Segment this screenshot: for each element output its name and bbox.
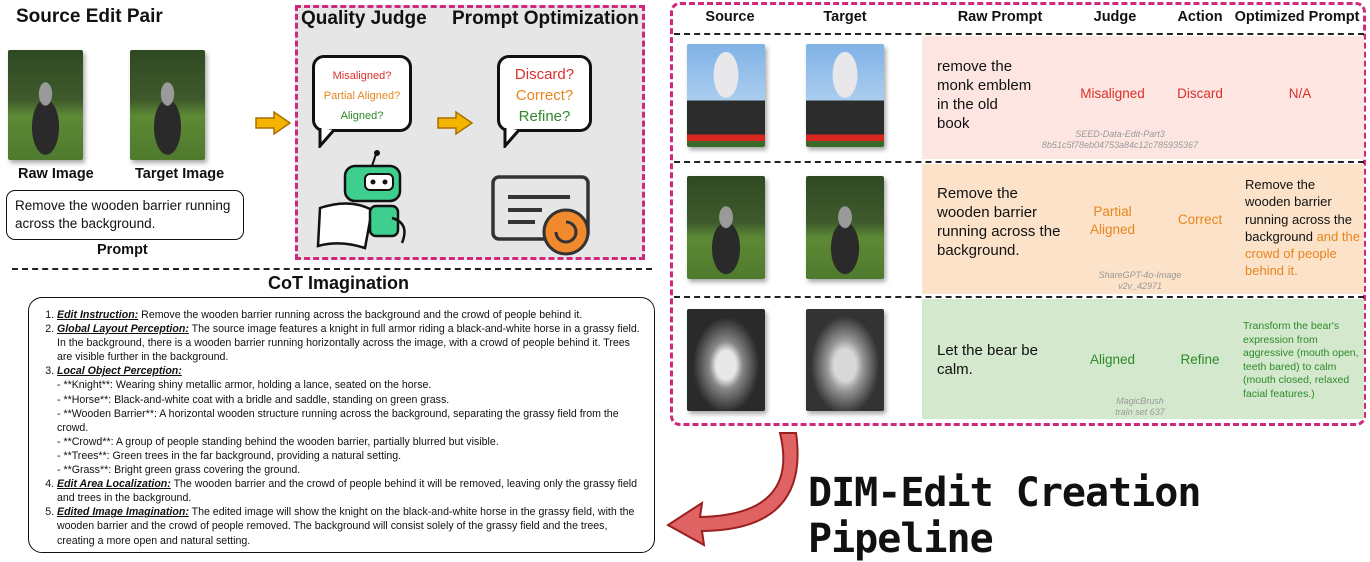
source-dataset: MagicBrush [1116,396,1164,406]
row-3-judge: Aligned [1089,352,1136,367]
cot-item: Local Object Perception: - **Knight**: W… [57,364,648,477]
certificate-icon [491,175,590,256]
raw-image-label: Raw Image [18,166,94,182]
row-2-raw-prompt: Remove the wooden barrier running across… [937,185,1061,259]
arrow-right-icon [437,110,474,136]
row-3-optimized: Transform the bear's expression from agg… [1243,320,1359,400]
cot-item-text: The wooden barrier and the crowd of peop… [57,478,638,505]
arrow-right-icon [255,110,292,136]
cot-sub-item: - **Grass**: Bright green grass covering… [57,464,301,477]
cot-item-text: Remove the wooden barrier running across… [138,309,583,321]
raw-image [8,50,83,160]
bubble-tail-icon [318,128,336,148]
judge-bubble: Misaligned? Partial Aligned? Aligned? [312,55,412,132]
cot-item-text: The source image features a knight in fu… [57,323,640,364]
target-image [130,50,205,160]
examples-panel [670,2,1366,426]
prompt-label: Prompt [97,242,148,258]
target-image-label: Target Image [135,166,225,182]
action-bubble: Discard? Correct? Refine? [497,55,592,132]
row-1-bg [922,36,1364,159]
cot-sub-item: - **Trees**: Green trees in the far back… [57,449,402,462]
cot-sub-item: - **Horse**: Black-and-white coat with a… [57,393,450,406]
cot-sub-item: - **Crowd**: A group of people standing … [57,435,499,448]
cot-item: Global Layout Perception: The source ima… [57,322,648,364]
cot-item-key: Edited Image Imagination: [57,506,189,519]
action-option-correct: Correct? [515,87,574,104]
judge-option-partial: Partial Aligned? [323,90,401,102]
header-action: Action [1177,9,1223,25]
optimized-added-text: and the crowd of people behind it. [1245,228,1360,279]
quality-judge-title: Quality Judge [301,8,427,29]
row-3-raw-prompt: Let the bear be calm. [937,342,1038,378]
cot-item-key: Local Object Perception: [57,365,182,378]
pipeline-title: DIM-Edit Creation Pipeline [808,470,1201,562]
cot-item-key: Global Layout Perception: [57,323,189,336]
row-1-judge: Misaligned [1080,86,1145,101]
header-optimized-prompt: Optimized Prompt [1234,9,1360,25]
source-id: 8b51c5f78eb04753a84c12c785935367 [1041,140,1199,150]
row-3-target-image [806,309,884,411]
row-divider [674,161,1364,163]
judge-option-aligned: Aligned? [340,110,384,122]
cot-item: Edit Area Localization: The wooden barri… [57,477,648,505]
source-pair-title: Source Edit Pair [16,6,163,27]
action-option-discard: Discard? [514,66,575,83]
prompt-optimization-title: Prompt Optimization [452,8,639,29]
row-2-source-image [687,176,765,279]
header-source: Source [705,9,755,25]
row-2-optimized: Remove the wooden barrier running across… [1245,176,1363,280]
bubble-tail-icon [503,128,521,148]
row-2-action: Correct [1177,212,1223,227]
cot-item-text: The edited image will show the knight on… [57,506,635,547]
cot-item-key: Edit Instruction: [57,309,139,321]
judge-option-misaligned: Misaligned? [332,70,392,82]
section-divider [12,268,652,270]
header-target: Target [823,9,867,25]
cot-item: Edited Image Imagination: The edited ima… [57,505,648,547]
row-1-raw-prompt: remove the monk emblem in the old book [937,58,1032,132]
optimized-base-text: Remove the wooden barrier running across… [1245,177,1352,244]
curved-arrow-icon [666,432,799,547]
header-raw-prompt: Raw Prompt [957,9,1043,25]
source-dataset: SEED-Data-Edit-Part3 [1075,129,1165,139]
action-option-refine: Refine? [518,108,571,125]
source-dataset: ShareGPT-4o-Image [1098,270,1182,280]
row-2-target-image [806,176,884,279]
cot-sub-item: - **Knight**: Wearing shiny metallic arm… [57,379,432,392]
source-id: train set 637 [1115,407,1165,417]
cot-item: Edit Instruction: Remove the wooden barr… [57,308,648,322]
row-1-target-image [806,44,884,147]
cot-sub-item: - **Wooden Barrier**: A horizontal woode… [57,407,619,434]
row-1-source-image [687,44,765,147]
row-3-source-image [687,309,765,411]
row-1-optimized: N/A [1288,86,1312,101]
row-2-judge: Partial Aligned [1089,204,1136,237]
row-divider [674,296,1364,298]
header-judge: Judge [1093,9,1137,25]
row-3-bg [922,299,1364,419]
cot-title: CoT Imagination [268,273,409,293]
row-1-action: Discard [1177,86,1223,101]
source-id: v2v_42971 [1117,281,1163,291]
row-2-bg [922,164,1364,294]
row-3-action: Refine [1180,352,1220,367]
cot-item-key: Edit Area Localization: [57,478,171,491]
robot-reading-icon [316,150,406,250]
row-divider [674,33,1364,35]
prompt-box: Remove the wooden barrier running across… [6,190,244,240]
cot-box: Edit Instruction: Remove the wooden barr… [28,297,655,553]
